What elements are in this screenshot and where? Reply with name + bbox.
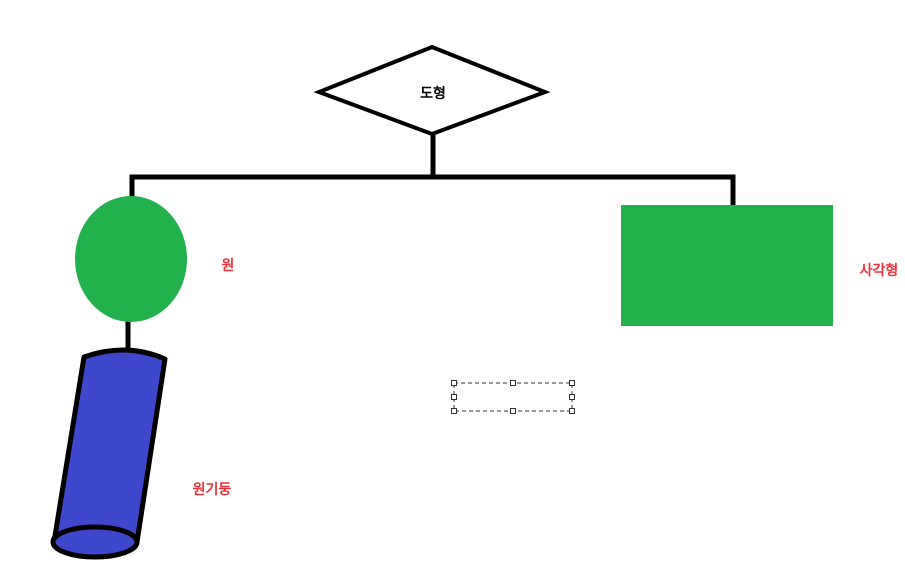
circle-label: 원 (222, 258, 235, 274)
handle-middle-right[interactable] (569, 394, 575, 400)
root-node[interactable]: 도형 (313, 44, 551, 137)
cylinder-base (50, 524, 140, 560)
handle-top-middle[interactable] (510, 380, 516, 386)
handle-top-left[interactable] (451, 380, 457, 386)
circle-shape[interactable] (75, 196, 187, 322)
diamond-shape[interactable] (313, 44, 551, 137)
circle-node[interactable]: 원 (75, 196, 234, 322)
handle-bottom-middle[interactable] (510, 408, 516, 414)
handle-middle-left[interactable] (451, 394, 457, 400)
root-label: 도형 (420, 85, 446, 102)
handle-bottom-left[interactable] (451, 408, 457, 414)
handle-top-right[interactable] (569, 380, 575, 386)
rectangle-node[interactable]: 사각형 (621, 205, 898, 326)
selection-handles[interactable] (451, 380, 575, 414)
handle-bottom-right[interactable] (569, 408, 575, 414)
empty-selection-box[interactable] (451, 380, 575, 414)
rectangle-label: 사각형 (860, 262, 899, 279)
connector-lines (125, 130, 736, 353)
cylinder-node[interactable]: 원기둥 (50, 347, 232, 560)
cylinder-label: 원기둥 (193, 482, 232, 498)
cylinder-body[interactable] (51, 347, 168, 545)
selection-outline[interactable] (453, 382, 573, 412)
rectangle-shape[interactable] (621, 205, 833, 326)
